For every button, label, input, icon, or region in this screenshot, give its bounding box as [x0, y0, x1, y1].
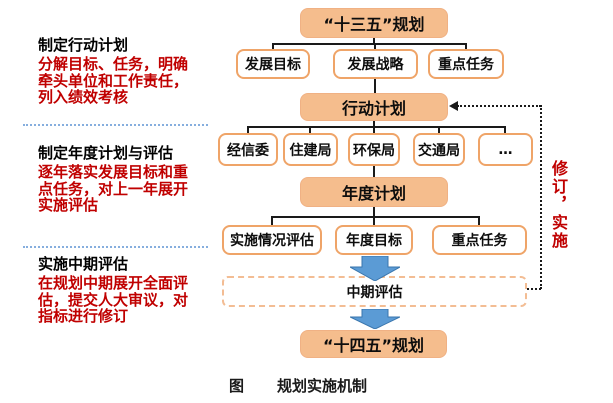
connector	[373, 38, 375, 44]
box-annual-key-tasks: 重点任务	[432, 225, 527, 255]
section-title: 制定年度计划与评估	[38, 144, 174, 162]
connector	[504, 126, 506, 134]
connector	[373, 216, 375, 225]
left-section-midterm-eval: 实施中期评估 在规划中期展开全面评 估，提交人大审议，对 指标进行修订	[38, 255, 216, 325]
down-arrow-icon	[350, 256, 400, 281]
connector	[309, 126, 311, 134]
dotted-divider	[23, 124, 208, 126]
box-annual-plan: 年度计划	[300, 177, 448, 207]
box-dept-ellipsis: …	[478, 133, 533, 166]
box-dept-economy: 经信委	[218, 133, 278, 166]
down-arrow-icon	[350, 309, 400, 329]
connector	[374, 79, 376, 93]
box-plan-14th: “十四五”规划	[300, 330, 447, 358]
box-midterm-evaluation: 中期评估	[222, 276, 527, 307]
feedback-arrowhead-icon	[449, 101, 458, 111]
connector	[465, 43, 467, 50]
box-key-tasks: 重点任务	[428, 49, 504, 79]
box-dept-environment: 环保局	[348, 133, 400, 166]
section-body: 在规划中期展开全面评 估，提交人大审议，对 指标进行修订	[38, 274, 189, 325]
section-body: 分解目标、任务，明确 牵头单位和工作责任， 列入绩效考核	[38, 55, 189, 106]
box-implementation-evaluation: 实施情况评估	[222, 225, 322, 255]
dotted-divider	[23, 246, 208, 248]
connector	[272, 43, 467, 45]
section-body: 逐年落实发展目标和重 点任务，对上一年展开 实施评估	[38, 163, 189, 214]
figure-caption: 图 规划实施机制	[229, 375, 367, 396]
section-title: 制定行动计划	[38, 36, 129, 54]
left-section-annual-plan: 制定年度计划与评估 逐年落实发展目标和重 点任务，对上一年展开 实施评估	[38, 144, 216, 214]
connector	[373, 119, 375, 127]
connector	[438, 126, 440, 134]
box-annual-goals: 年度目标	[335, 225, 413, 255]
box-dept-transport: 交通局	[413, 133, 465, 166]
box-dept-housing: 住建局	[283, 133, 338, 166]
box-plan-13th: “十三五”规划	[300, 8, 448, 38]
section-title: 实施中期评估	[38, 255, 129, 273]
connector	[271, 216, 273, 225]
connector	[247, 126, 505, 128]
connector	[373, 207, 375, 217]
connector	[247, 126, 249, 134]
left-section-action-plan: 制定行动计划 分解目标、任务，明确 牵头单位和工作责任， 列入绩效考核	[38, 36, 216, 106]
connector	[373, 166, 375, 177]
connector	[272, 43, 274, 50]
feedback-dotted-line	[457, 105, 541, 107]
caption-title: 规划实施机制	[277, 377, 368, 395]
connector	[373, 126, 375, 134]
feedback-label: 修订，实施	[549, 160, 568, 250]
caption-figure-label: 图	[229, 377, 245, 395]
connector	[478, 216, 480, 225]
feedback-dotted-line	[540, 105, 542, 289]
box-development-goals: 发展目标	[236, 49, 310, 79]
box-action-plan: 行动计划	[300, 93, 448, 121]
feedback-dotted-line	[527, 288, 541, 290]
connector	[374, 43, 376, 50]
box-development-strategy: 发展战略	[333, 49, 418, 79]
connector	[271, 216, 479, 218]
